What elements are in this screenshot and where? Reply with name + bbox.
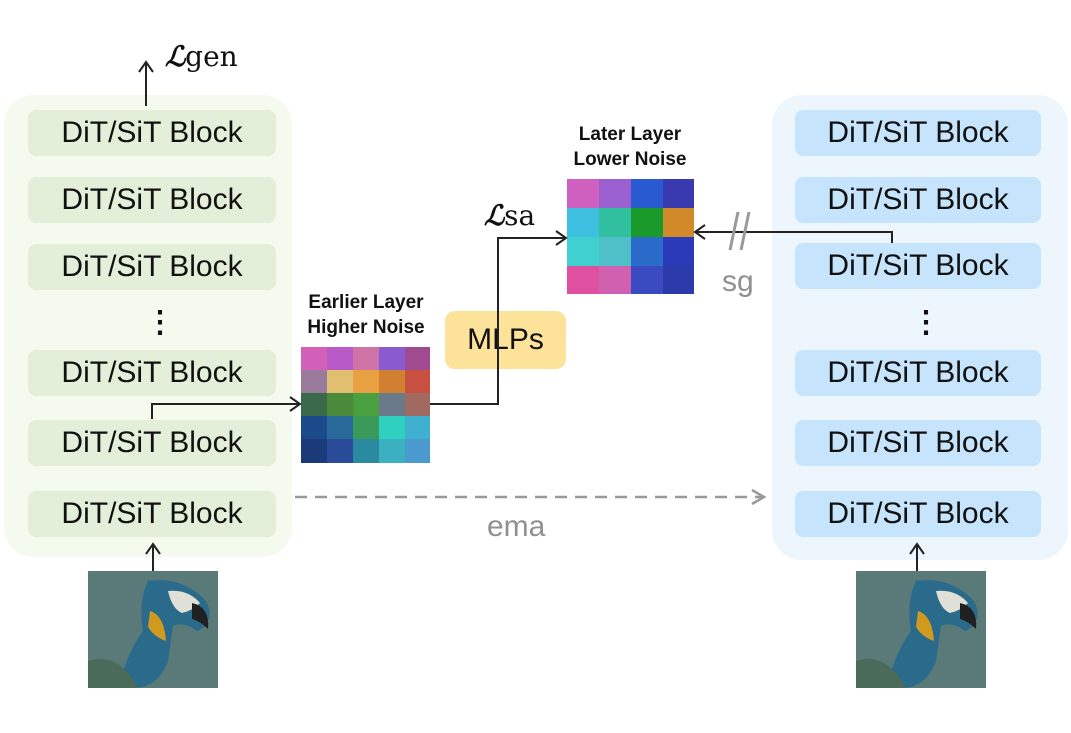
student-encoder-panel (4, 95, 292, 557)
block-to-feature-arrow (151, 403, 299, 419)
left-ellipsis: ⋮ (145, 306, 175, 339)
parrot-image-icon (88, 571, 218, 688)
sa-loss-label: ℒsa (484, 199, 535, 232)
right-block-1: DiT/SiT Block (795, 110, 1041, 156)
left-block-1: DiT/SiT Block (28, 110, 276, 156)
right-block-3: DiT/SiT Block (795, 243, 1041, 289)
right-block-6: DiT/SiT Block (795, 491, 1041, 537)
sa-loss-symbol: ℒ (484, 199, 505, 232)
teacher-to-target-arrow (696, 231, 893, 243)
stopgrad-mark-1 (728, 211, 740, 251)
gen-loss-arrowhead (138, 60, 154, 73)
left-block-6: DiT/SiT Block (28, 491, 276, 537)
later-note-line2: Lower Noise (573, 149, 687, 170)
left-block-4: DiT/SiT Block (28, 350, 276, 396)
noisy-feature-map-icon (301, 347, 430, 463)
left-block-5: DiT/SiT Block (28, 420, 276, 466)
ema-label: ema (487, 510, 546, 543)
teacher-encoder-panel (772, 95, 1068, 560)
gen-loss-label: ℒgen (165, 40, 238, 73)
right-block-5: DiT/SiT Block (795, 420, 1041, 466)
right-ellipsis: ⋮ (911, 306, 941, 339)
right-block-2: DiT/SiT Block (795, 177, 1041, 223)
mlps-to-target-arrow (430, 237, 565, 405)
later-note-line1: Later Layer (578, 124, 682, 145)
mlps-box: MLPs (445, 311, 566, 369)
right-block-4: DiT/SiT Block (795, 350, 1041, 396)
left-block-2: DiT/SiT Block (28, 177, 276, 223)
earlier-note-line1: Earlier Layer (308, 292, 424, 313)
clean-feature-map-icon (567, 179, 694, 294)
sg-label: sg (722, 265, 754, 298)
sa-loss-sub: sa (504, 199, 536, 232)
stopgrad-mark-2 (739, 211, 751, 251)
earlier-note-line2: Higher Noise (307, 317, 425, 338)
later-layer-note: Later Layer Lower Noise (562, 122, 698, 172)
gen-loss-symbol: ℒ (165, 40, 186, 73)
earlier-layer-note: Earlier Layer Higher Noise (294, 290, 438, 340)
gen-loss-sub: gen (185, 40, 238, 73)
left-block-3: DiT/SiT Block (28, 244, 276, 290)
parrot-image-icon (856, 571, 986, 688)
